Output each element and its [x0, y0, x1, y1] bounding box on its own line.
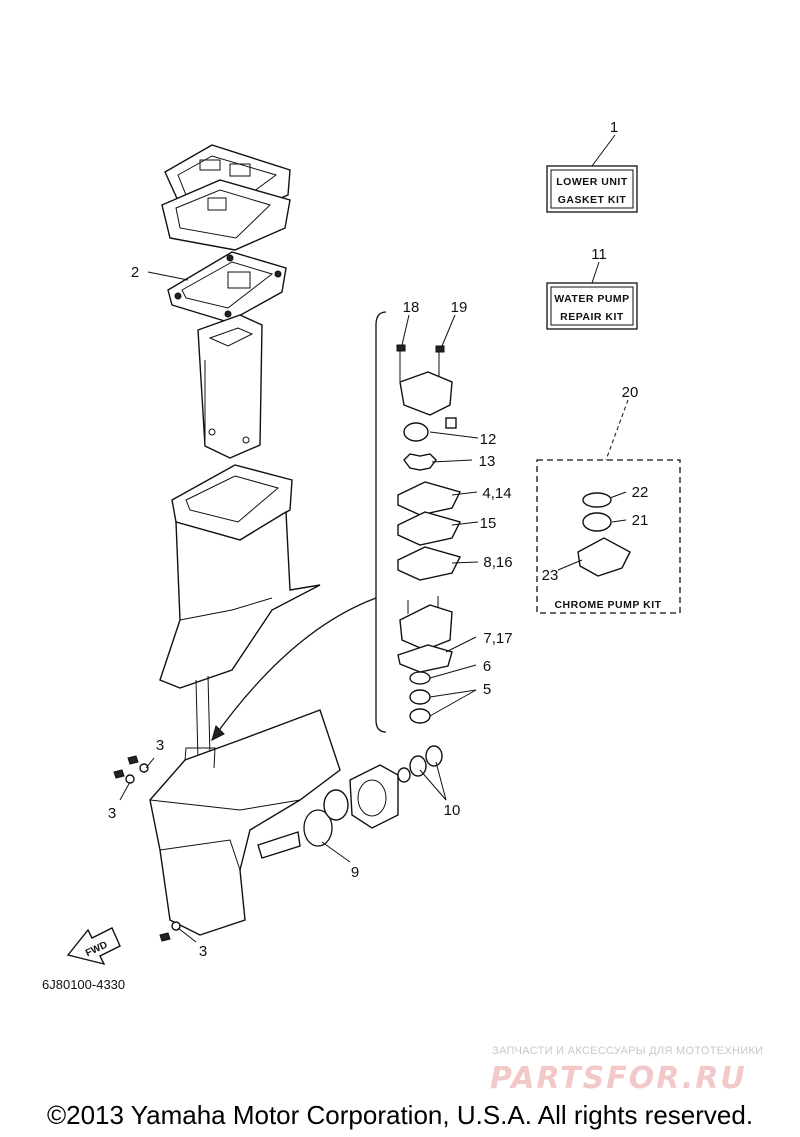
bolts-3: [113, 755, 181, 942]
fwd-arrow-icon: FWD: [66, 927, 121, 966]
leader-lines: [119, 271, 627, 943]
water-pump-bracket: [375, 311, 387, 733]
label-10: 10: [444, 802, 461, 819]
label-15: 15: [480, 515, 497, 532]
watermark-tagline: ЗАПЧАСТИ И АКСЕССУАРЫ ДЛЯ МОТОТЕХНИКИ: [492, 1045, 763, 1057]
water-pump-repair-kit-box: WATER PUMP REPAIR KIT: [546, 261, 638, 330]
label-22: 22: [632, 484, 649, 501]
label-1: 1: [610, 119, 618, 136]
kit-1-line2: GASKET KIT: [558, 194, 627, 206]
label-3c: 3: [199, 943, 207, 960]
gasket-2: [167, 251, 287, 323]
label-3b: 3: [108, 805, 116, 822]
label-7-17: 7,17: [483, 630, 512, 647]
label-11: 11: [591, 246, 607, 263]
label-23: 23: [542, 567, 559, 584]
label-18: 18: [403, 299, 420, 316]
upper-gasket-set: [161, 144, 291, 251]
label-6: 6: [483, 658, 491, 675]
assembly-arrow: [211, 597, 377, 741]
chrome-pump-kit-box: CHROME PUMP KIT: [536, 399, 681, 614]
label-21: 21: [632, 512, 649, 529]
label-13: 13: [479, 453, 496, 470]
kit-11-line2: REPAIR KIT: [560, 311, 624, 323]
diagram-code: 6J80100-4330: [42, 977, 125, 992]
copyright-footer: ©2013 Yamaha Motor Corporation, U.S.A. A…: [46, 1100, 754, 1130]
kit-11-line1: WATER PUMP: [554, 293, 629, 305]
part-labels: 1 2 3 3 3 4,14 5 6 7,17 8,16 9 10 11 12 …: [108, 119, 649, 960]
water-pump-parts: [396, 344, 462, 724]
label-4-14: 4,14: [482, 485, 511, 502]
upper-casing: [159, 464, 321, 761]
propeller-shaft-housing: [303, 745, 443, 847]
lower-casing: [149, 709, 341, 936]
label-8-16: 8,16: [483, 554, 512, 571]
chrome-pump-kit-text: CHROME PUMP KIT: [554, 599, 661, 611]
label-20: 20: [622, 384, 639, 401]
kit-1-line1: LOWER UNIT: [556, 176, 628, 188]
arrow-head: [211, 725, 225, 741]
label-19: 19: [451, 299, 468, 316]
label-12: 12: [480, 431, 497, 448]
label-5: 5: [483, 681, 491, 698]
label-3a: 3: [156, 737, 164, 754]
lower-unit-gasket-kit-box: LOWER UNIT GASKET KIT: [546, 134, 638, 213]
watermark-brand: PARTSFOR.RU: [490, 1061, 747, 1096]
exhaust-guide: [197, 314, 263, 459]
label-9: 9: [351, 864, 359, 881]
label-2: 2: [131, 264, 139, 281]
